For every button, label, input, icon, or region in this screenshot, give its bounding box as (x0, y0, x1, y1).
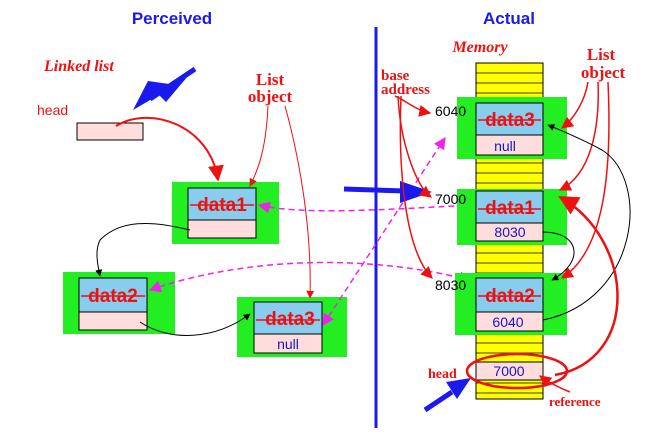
data2-to-data3-link (139, 313, 251, 336)
head-memory-cell (475, 361, 544, 381)
head-pointer-arrow-right (423, 389, 454, 413)
data1-to-data2-link (95, 222, 191, 277)
list-object-label-left-2: object (248, 87, 293, 106)
perceived-node-data2: data2 (63, 272, 175, 334)
memory-object-8030: data2 6040 (475, 277, 544, 332)
reference-label-arrow (539, 375, 571, 393)
linked-list-label: Linked list (43, 58, 114, 75)
base-address-arrow-8030 (399, 95, 433, 279)
list-object-label-left-1: List (256, 70, 285, 89)
reference-loop-arrow (554, 195, 619, 377)
reference-label: reference (549, 394, 601, 409)
head-memory-value: 7000 (493, 363, 524, 379)
list-object-to-data3-arrow (284, 105, 315, 299)
list-object-label-right-2: object (581, 63, 626, 82)
list-object-arrow-7000 (558, 81, 599, 191)
head-reference-box (76, 122, 144, 141)
next-link-8030-to-6040 (542, 124, 631, 321)
list-object-label-right-1: List (587, 45, 616, 64)
actual-heading: Actual (483, 9, 535, 28)
perceived-heading: Perceived (132, 9, 212, 28)
base-address-label-2: address (381, 82, 430, 98)
perceived-node-data3: data3 null (237, 297, 347, 357)
address-6040: 6040 (435, 103, 466, 119)
list-object-to-data1-arrow (249, 105, 269, 187)
memory-data1-next: 8030 (494, 224, 525, 240)
memory-object-7000: data1 8030 (475, 190, 544, 242)
head-label-right: head (428, 367, 457, 382)
map-data3-arrow (322, 136, 446, 327)
memory-label: Memory (451, 39, 508, 56)
address-8030: 8030 (435, 277, 466, 293)
base-address-label-1: base (381, 68, 410, 84)
next-link-7000-to-8030 (542, 231, 575, 281)
base-address-arrow-7000 (397, 95, 432, 198)
head-label-left: head (37, 102, 68, 118)
map-data2-arrow (148, 261, 472, 293)
perceived-node-data1: data1 (172, 182, 279, 244)
perceived-data3-next: null (277, 336, 299, 352)
memory-data3-next: null (494, 138, 516, 154)
head-to-data1-arrow (115, 116, 224, 182)
address-pointer-arrow (343, 186, 406, 194)
list-object-arrow-6040 (561, 81, 589, 129)
address-7000: 7000 (435, 191, 466, 207)
list-object-arrow-8030 (560, 81, 610, 279)
memory-data2-next: 6040 (492, 314, 523, 330)
memory-object-6040: data3 null (475, 102, 544, 156)
